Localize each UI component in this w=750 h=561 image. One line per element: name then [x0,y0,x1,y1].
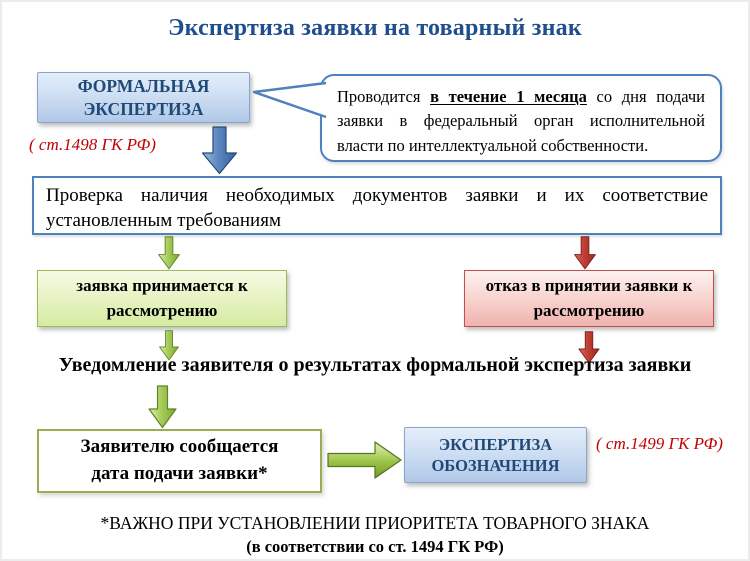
red-down-arrow-icon [578,331,600,364]
node-filing-date: Заявителю сообщается дата подачи заявки* [37,429,322,493]
node-application-accepted: заявка принимается к рассмотрению [37,270,287,327]
node-application-refused: отказ в принятии заявки к рассмотрению [464,270,714,327]
callout-text-emphasis: в течение 1 месяца [430,87,587,106]
node-filing-date-label: Заявителю сообщается дата подачи заявки* [80,436,279,484]
blue-down-arrow-icon [201,126,238,175]
node-formal-examination: ФОРМАЛЬНАЯ ЭКСПЕРТИЗА [37,72,250,123]
callout-pointer-icon [252,81,327,119]
node-formal-examination-label: ФОРМАЛЬНАЯ ЭКСПЕРТИЗА [77,75,210,119]
node-application-refused-label: отказ в принятии заявки к рассмотрению [485,275,693,320]
node-application-accepted-label: заявка принимается к рассмотрению [76,275,248,320]
green-down-arrow-icon [158,236,180,270]
law-ref-1499: ( ст.1499 ГК РФ) [596,434,723,453]
callout-term-note: Проводится в течение 1 месяца со дня под… [320,74,722,162]
green-down-arrow-icon [148,385,177,429]
node-document-check: Проверка наличия необходимых документов … [32,176,722,235]
page-title: Экспертиза заявки на товарный знак [168,15,582,41]
callout-text-prefix: Проводится [337,87,431,106]
node-designation-examination: ЭКСПЕРТИЗА ОБОЗНАЧЕНИЯ [404,427,587,483]
footnote-line2: (в соответствии со ст. 1494 ГК РФ) [246,537,504,556]
footnote-line1: *ВАЖНО ПРИ УСТАНОВЛЕНИИ ПРИОРИТЕТА ТОВАР… [100,513,650,533]
red-down-arrow-icon [574,236,596,270]
notification-text: Уведомление заявителя о результатах форм… [58,354,692,376]
green-down-arrow-icon [159,330,179,361]
law-ref-1498: ( ст.1498 ГК РФ) [29,135,156,154]
node-designation-examination-label: ЭКСПЕРТИЗА ОБОЗНАЧЕНИЯ [431,434,560,475]
green-right-arrow-icon [327,441,402,479]
callout-text-suffix: со дня подачи заявки в федеральный орган… [337,87,706,155]
